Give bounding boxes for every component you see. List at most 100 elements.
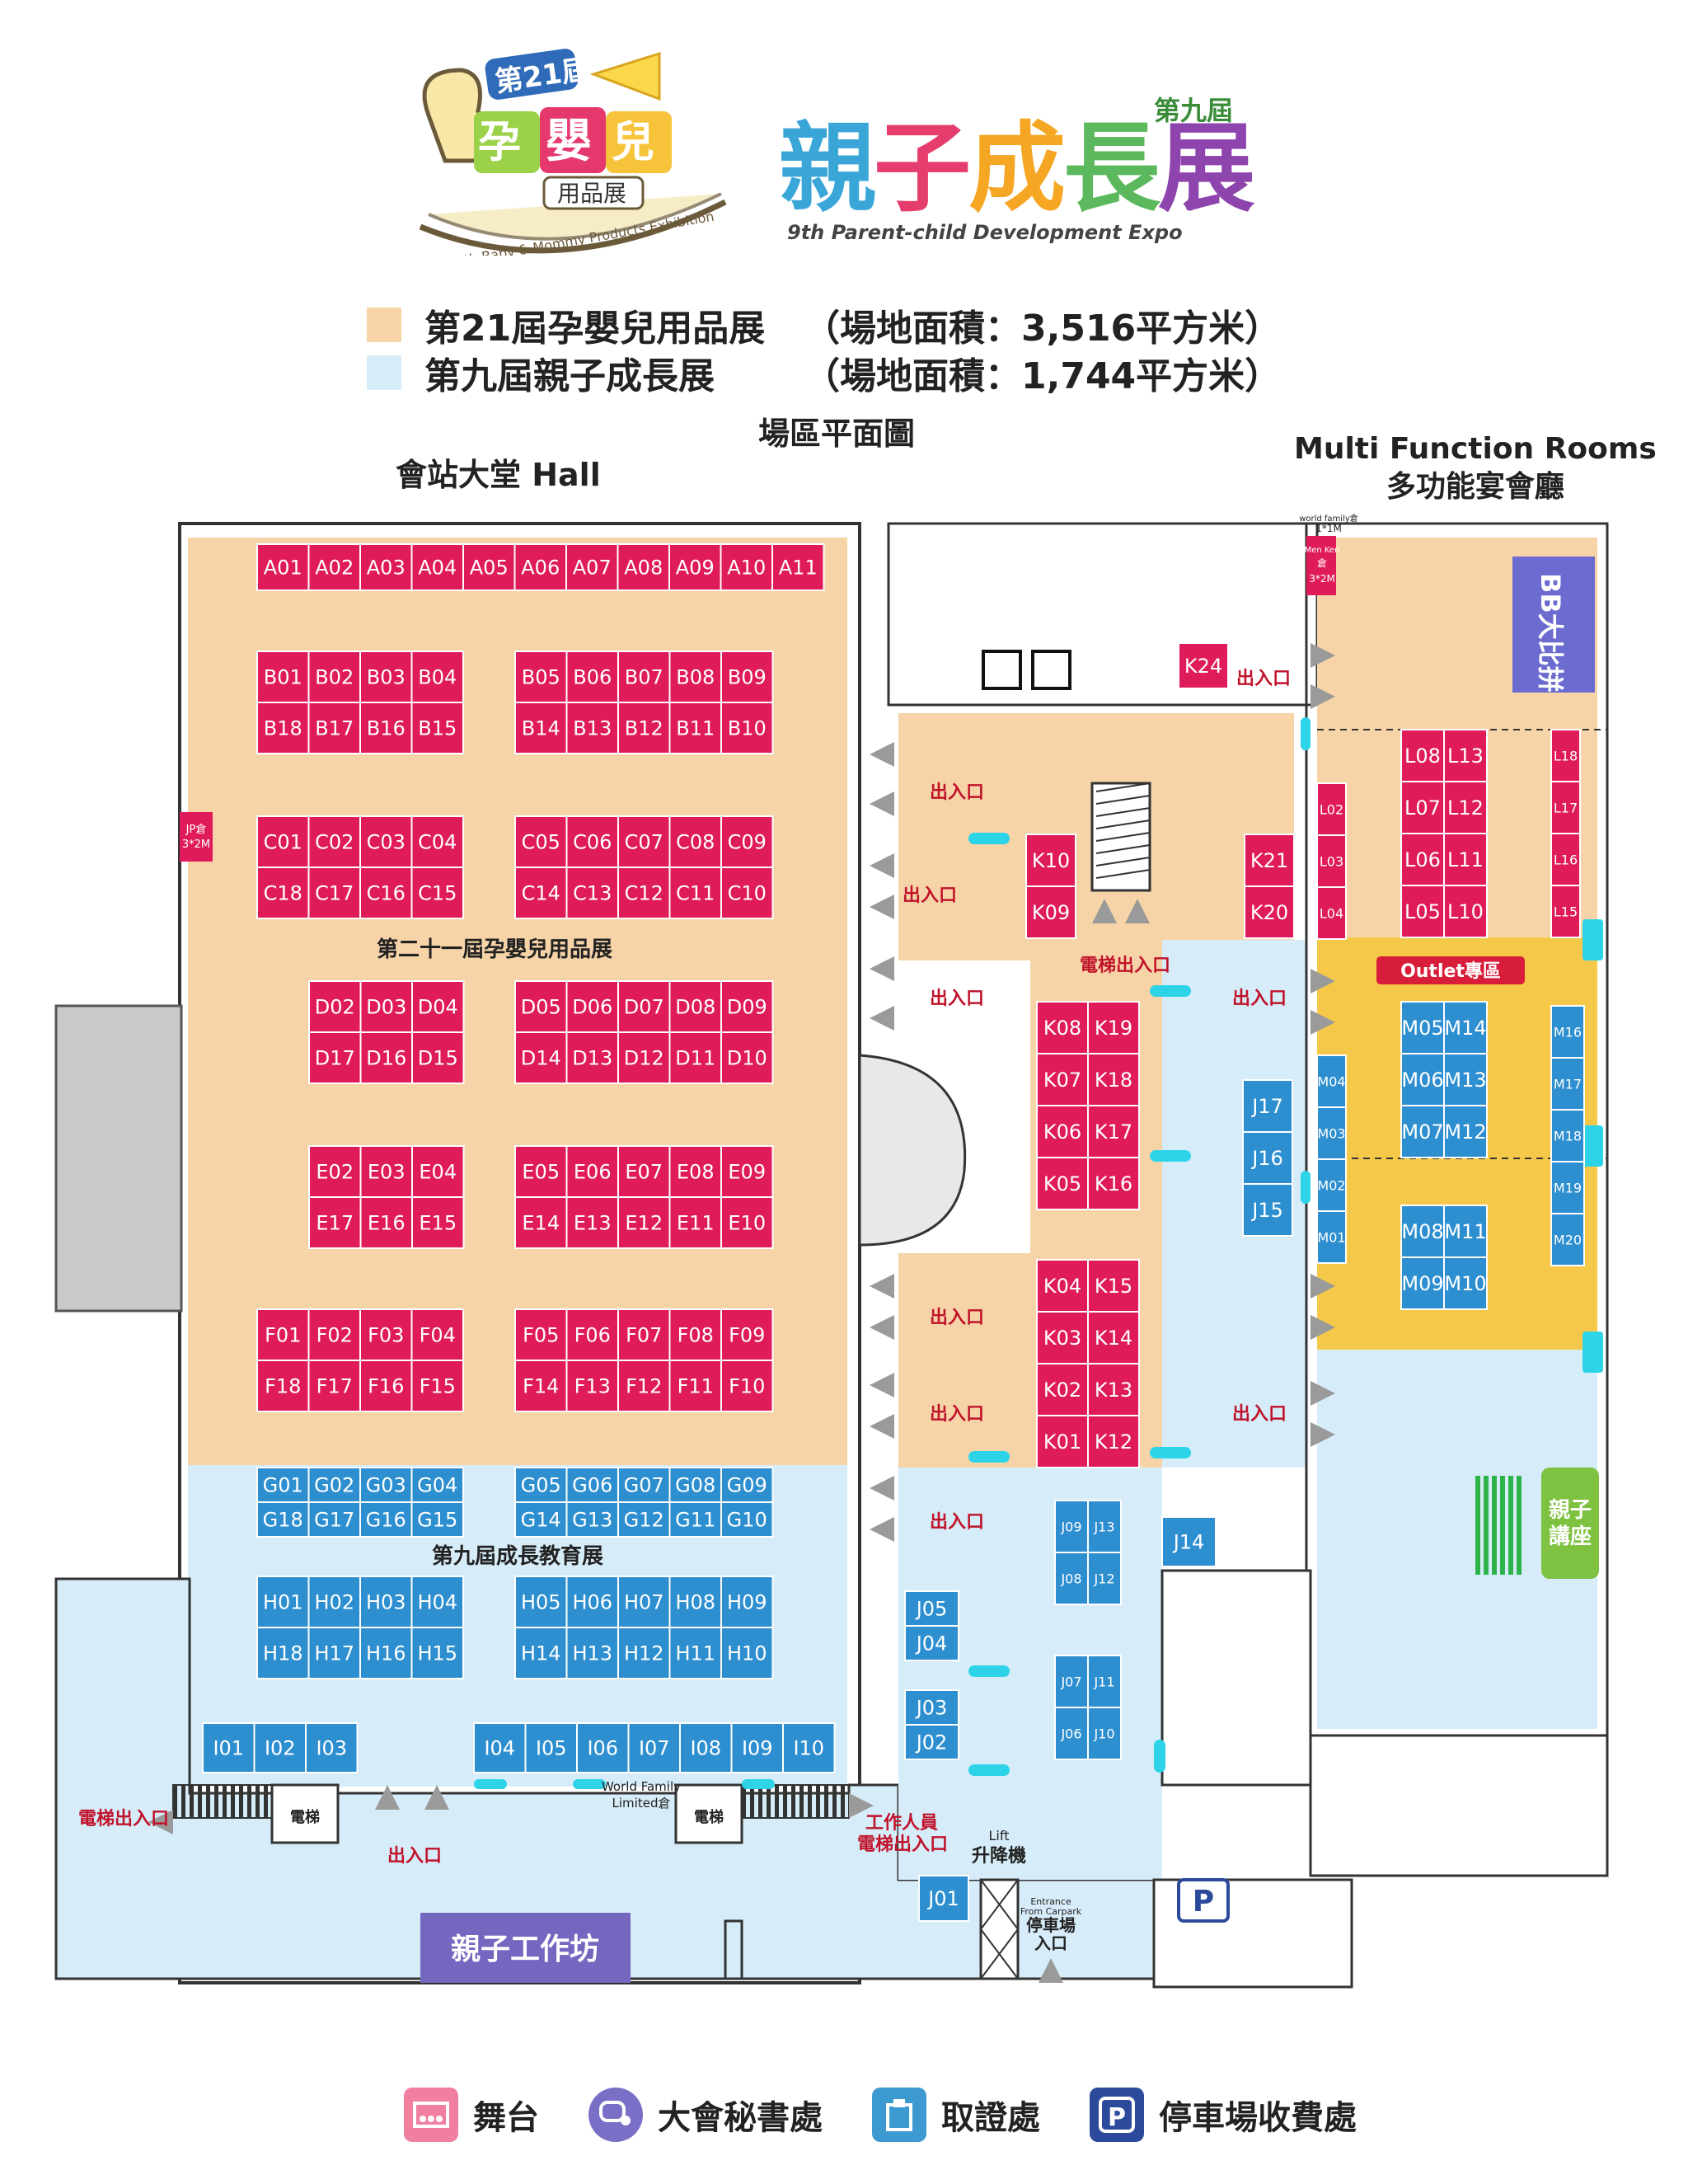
booth-e15[interactable]: E15 bbox=[411, 1196, 465, 1249]
booth-b16[interactable]: B16 bbox=[359, 702, 413, 754]
booth-i06[interactable]: I06 bbox=[576, 1722, 630, 1773]
booth-l03[interactable]: L03 bbox=[1316, 834, 1347, 888]
booth-e09[interactable]: E09 bbox=[720, 1145, 774, 1198]
booth-j11[interactable]: J11 bbox=[1087, 1655, 1122, 1708]
booth-b02[interactable]: B02 bbox=[307, 651, 361, 703]
booth-f15[interactable]: F15 bbox=[410, 1360, 464, 1412]
booth-c07[interactable]: C07 bbox=[617, 815, 671, 868]
booth-f16[interactable]: F16 bbox=[359, 1360, 413, 1412]
booth-j07[interactable]: J07 bbox=[1054, 1655, 1089, 1708]
booth-b12[interactable]: B12 bbox=[617, 702, 671, 754]
booth-a10[interactable]: A10 bbox=[720, 543, 773, 591]
booth-i04[interactable]: I04 bbox=[473, 1722, 527, 1773]
booth-f10[interactable]: F10 bbox=[720, 1360, 774, 1412]
booth-m01[interactable]: M01 bbox=[1316, 1210, 1347, 1264]
booth-g12[interactable]: G12 bbox=[617, 1501, 671, 1538]
booth-k24[interactable]: K24 bbox=[1178, 642, 1229, 689]
booth-d09[interactable]: D09 bbox=[720, 980, 774, 1033]
booth-g06[interactable]: G06 bbox=[565, 1467, 619, 1503]
booth-b03[interactable]: B03 bbox=[359, 651, 413, 703]
booth-g02[interactable]: G02 bbox=[307, 1467, 361, 1503]
booth-g18[interactable]: G18 bbox=[256, 1501, 310, 1538]
booth-j13[interactable]: J13 bbox=[1087, 1500, 1122, 1553]
booth-d10[interactable]: D10 bbox=[720, 1031, 774, 1084]
booth-b13[interactable]: B13 bbox=[565, 702, 619, 754]
booth-b08[interactable]: B08 bbox=[668, 651, 722, 703]
booth-k01[interactable]: K01 bbox=[1036, 1415, 1089, 1468]
booth-f06[interactable]: F06 bbox=[565, 1308, 619, 1361]
booth-a11[interactable]: A11 bbox=[771, 543, 825, 591]
booth-c06[interactable]: C06 bbox=[565, 815, 619, 868]
booth-c08[interactable]: C08 bbox=[668, 815, 722, 868]
booth-h13[interactable]: H13 bbox=[565, 1627, 619, 1679]
booth-d11[interactable]: D11 bbox=[668, 1031, 722, 1084]
booth-f12[interactable]: F12 bbox=[617, 1360, 671, 1412]
booth-j16[interactable]: J16 bbox=[1242, 1131, 1293, 1185]
booth-f13[interactable]: F13 bbox=[565, 1360, 619, 1412]
booth-k07[interactable]: K07 bbox=[1036, 1053, 1089, 1106]
booth-f05[interactable]: F05 bbox=[514, 1308, 568, 1361]
booth-i09[interactable]: I09 bbox=[730, 1722, 784, 1773]
booth-e16[interactable]: E16 bbox=[359, 1196, 413, 1249]
booth-d07[interactable]: D07 bbox=[617, 980, 671, 1033]
booth-g08[interactable]: G08 bbox=[668, 1467, 722, 1503]
booth-c02[interactable]: C02 bbox=[307, 815, 361, 868]
booth-j03[interactable]: J03 bbox=[904, 1689, 959, 1726]
booth-g14[interactable]: G14 bbox=[514, 1501, 568, 1538]
booth-l18[interactable]: L18 bbox=[1550, 729, 1581, 782]
booth-j15[interactable]: J15 bbox=[1242, 1183, 1293, 1237]
booth-h04[interactable]: H04 bbox=[410, 1576, 464, 1628]
booth-e07[interactable]: E07 bbox=[617, 1145, 671, 1198]
booth-e03[interactable]: E03 bbox=[359, 1145, 413, 1198]
booth-k02[interactable]: K02 bbox=[1036, 1363, 1089, 1416]
booth-k08[interactable]: K08 bbox=[1036, 1001, 1089, 1054]
booth-l16[interactable]: L16 bbox=[1550, 833, 1581, 886]
booth-k04[interactable]: K04 bbox=[1036, 1259, 1089, 1313]
booth-l05[interactable]: L05 bbox=[1400, 885, 1445, 938]
booth-b18[interactable]: B18 bbox=[256, 702, 310, 754]
booth-c13[interactable]: C13 bbox=[565, 867, 619, 919]
booth-e12[interactable]: E12 bbox=[617, 1196, 671, 1249]
booth-d06[interactable]: D06 bbox=[565, 980, 619, 1033]
booth-c17[interactable]: C17 bbox=[307, 867, 361, 919]
booth-d08[interactable]: D08 bbox=[668, 980, 722, 1033]
booth-k21[interactable]: K21 bbox=[1244, 834, 1295, 887]
booth-j06[interactable]: J06 bbox=[1054, 1707, 1089, 1760]
booth-j05[interactable]: J05 bbox=[904, 1590, 959, 1627]
booth-i10[interactable]: I10 bbox=[782, 1722, 836, 1773]
booth-i08[interactable]: I08 bbox=[679, 1722, 733, 1773]
booth-k15[interactable]: K15 bbox=[1087, 1259, 1140, 1313]
booth-b07[interactable]: B07 bbox=[617, 651, 671, 703]
booth-f17[interactable]: F17 bbox=[307, 1360, 361, 1412]
booth-f08[interactable]: F08 bbox=[668, 1308, 722, 1361]
booth-j08[interactable]: J08 bbox=[1054, 1552, 1089, 1605]
booth-c12[interactable]: C12 bbox=[617, 867, 671, 919]
booth-e17[interactable]: E17 bbox=[308, 1196, 362, 1249]
booth-b10[interactable]: B10 bbox=[720, 702, 774, 754]
booth-d02[interactable]: D02 bbox=[308, 980, 362, 1033]
booth-a06[interactable]: A06 bbox=[513, 543, 567, 591]
booth-a05[interactable]: A05 bbox=[462, 543, 516, 591]
booth-m06[interactable]: M06 bbox=[1400, 1053, 1445, 1106]
booth-g11[interactable]: G11 bbox=[668, 1501, 722, 1538]
booth-c18[interactable]: C18 bbox=[256, 867, 310, 919]
booth-k17[interactable]: K17 bbox=[1087, 1105, 1140, 1158]
booth-m17[interactable]: M17 bbox=[1550, 1057, 1585, 1111]
booth-g01[interactable]: G01 bbox=[256, 1467, 310, 1503]
booth-j12[interactable]: J12 bbox=[1087, 1552, 1122, 1605]
booth-k16[interactable]: K16 bbox=[1087, 1157, 1140, 1210]
booth-b15[interactable]: B15 bbox=[410, 702, 464, 754]
booth-l08[interactable]: L08 bbox=[1400, 729, 1445, 782]
booth-m09[interactable]: M09 bbox=[1400, 1256, 1445, 1310]
booth-d13[interactable]: D13 bbox=[565, 1031, 619, 1084]
booth-m20[interactable]: M20 bbox=[1550, 1213, 1585, 1266]
booth-m13[interactable]: M13 bbox=[1443, 1053, 1488, 1106]
booth-k06[interactable]: K06 bbox=[1036, 1105, 1089, 1158]
booth-b11[interactable]: B11 bbox=[668, 702, 722, 754]
booth-c05[interactable]: C05 bbox=[514, 815, 568, 868]
booth-g05[interactable]: G05 bbox=[514, 1467, 568, 1503]
booth-k03[interactable]: K03 bbox=[1036, 1311, 1089, 1364]
booth-i01[interactable]: I01 bbox=[202, 1722, 256, 1773]
booth-d16[interactable]: D16 bbox=[359, 1031, 413, 1084]
booth-m16[interactable]: M16 bbox=[1550, 1005, 1585, 1059]
